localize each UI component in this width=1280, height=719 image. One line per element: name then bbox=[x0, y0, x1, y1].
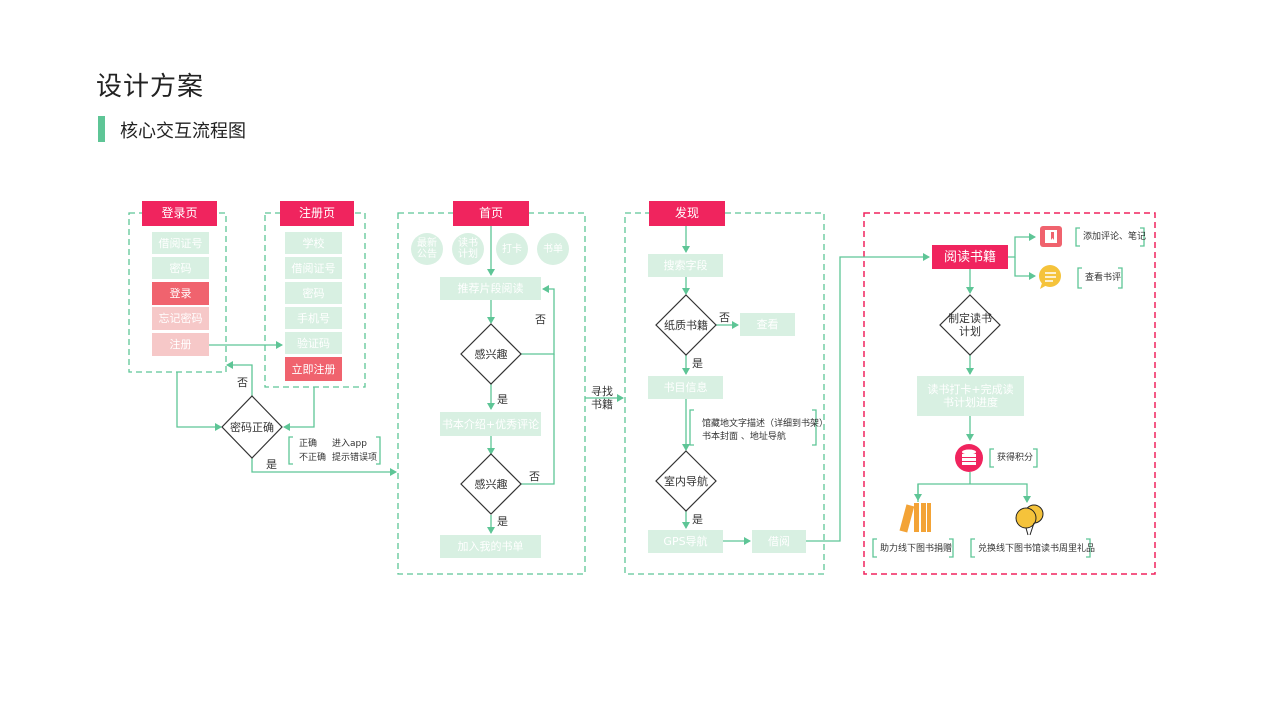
login-button[interactable]: 登录 bbox=[152, 282, 209, 305]
catalog-note-2: 书本封面 、地址导航 bbox=[702, 432, 786, 442]
home-booklist-circle[interactable]: 书单 bbox=[537, 233, 569, 265]
checkin-progress-box[interactable]: 读书打卡+完成读书计划进度 bbox=[917, 376, 1024, 416]
register-school-field[interactable]: 学校 bbox=[285, 232, 342, 254]
interest-no-label-1: 否 bbox=[535, 313, 546, 326]
note-enter-app: 进入app bbox=[332, 439, 367, 449]
interest-no-label-2: 否 bbox=[529, 470, 540, 483]
chat-icon bbox=[1039, 265, 1061, 289]
register-submit-button[interactable]: 立即注册 bbox=[285, 357, 342, 381]
view-box[interactable]: 查看 bbox=[740, 313, 795, 336]
books-icon bbox=[899, 503, 931, 533]
password-check-label: 密码正确 bbox=[230, 420, 274, 434]
subtitle-accent-bar bbox=[98, 116, 105, 142]
donate-note: 助力线下图书捐赠 bbox=[880, 544, 953, 554]
add-to-booklist[interactable]: 加入我的书单 bbox=[440, 535, 541, 558]
paper-book-diamond bbox=[655, 294, 717, 356]
indoor-nav-label: 室内导航 bbox=[664, 474, 708, 488]
password-yes-label: 是 bbox=[266, 458, 277, 471]
catalog-info-box[interactable]: 书目信息 bbox=[648, 376, 723, 399]
register-password-field[interactable]: 密码 bbox=[285, 282, 342, 304]
indoor-yes-label: 是 bbox=[692, 513, 703, 526]
interest-label-2: 感兴趣 bbox=[474, 477, 508, 491]
find-books-label: 寻找书籍 bbox=[591, 385, 613, 411]
paper-yes-label: 是 bbox=[692, 357, 703, 370]
login-password-field[interactable]: 密码 bbox=[152, 257, 209, 279]
note-show-error: 提示错误项 bbox=[332, 453, 378, 463]
discover-header[interactable]: 发现 bbox=[649, 201, 725, 226]
paper-book-label: 纸质书籍 bbox=[664, 318, 708, 332]
recommend-excerpt[interactable]: 推荐片段阅读 bbox=[440, 277, 541, 300]
search-field-box[interactable]: 搜索字段 bbox=[648, 254, 723, 277]
home-checkin-circle[interactable]: 打卡 bbox=[496, 233, 528, 265]
balloons-icon bbox=[1015, 504, 1044, 536]
home-reading-plan-circle[interactable]: 读书计划 bbox=[452, 233, 484, 265]
add-comment-note: 添加评论、笔记 bbox=[1083, 232, 1147, 242]
password-no-label: 否 bbox=[237, 376, 248, 389]
login-card-number-field[interactable]: 借阅证号 bbox=[152, 232, 209, 254]
reading-group-border bbox=[863, 212, 1156, 575]
gift-exchange-note: 兑换线下图书馆读书周里礼品 bbox=[978, 544, 1096, 554]
interest-yes-label-2: 是 bbox=[497, 515, 508, 528]
register-header[interactable]: 注册页 bbox=[280, 201, 354, 226]
register-code-field[interactable]: 验证码 bbox=[285, 332, 342, 354]
login-header[interactable]: 登录页 bbox=[142, 201, 217, 226]
gps-nav-box[interactable]: GPS导航 bbox=[648, 530, 723, 553]
reading-header[interactable]: 阅读书籍 bbox=[932, 245, 1008, 269]
page-title: 设计方案 bbox=[96, 72, 205, 102]
paper-no-label: 否 bbox=[719, 311, 730, 324]
database-icon bbox=[955, 444, 983, 472]
indoor-nav-diamond bbox=[655, 450, 717, 512]
register-link[interactable]: 注册 bbox=[152, 333, 209, 356]
reading-plan-diamond bbox=[939, 294, 1001, 356]
note-correct: 正确 bbox=[299, 439, 318, 449]
note-incorrect: 不正确 bbox=[299, 453, 327, 463]
catalog-note-1: 馆藏地文字描述（详细到书架） bbox=[702, 419, 829, 429]
interest-yes-label-1: 是 bbox=[497, 393, 508, 406]
home-header[interactable]: 首页 bbox=[453, 201, 529, 226]
interest-label-1: 感兴趣 bbox=[474, 347, 508, 361]
register-phone-field[interactable]: 手机号 bbox=[285, 307, 342, 329]
interest-diamond-1 bbox=[460, 323, 522, 385]
book-intro-reviews[interactable]: 书本介绍+优秀评论 bbox=[440, 412, 541, 436]
earn-points-note: 获得积分 bbox=[997, 453, 1034, 463]
bookmark-icon bbox=[1040, 226, 1062, 247]
password-check-diamond bbox=[221, 395, 283, 459]
reading-plan-label: 制定读书计划 bbox=[948, 312, 992, 338]
forgot-password-link[interactable]: 忘记密码 bbox=[152, 307, 209, 330]
home-announcement-circle[interactable]: 最新公告 bbox=[411, 233, 443, 265]
page-subtitle: 核心交互流程图 bbox=[120, 121, 246, 142]
register-card-number-field[interactable]: 借阅证号 bbox=[285, 257, 342, 279]
interest-diamond-2 bbox=[460, 453, 522, 515]
view-reviews-note: 查看书评 bbox=[1085, 273, 1122, 283]
borrow-box[interactable]: 借阅 bbox=[752, 530, 806, 553]
